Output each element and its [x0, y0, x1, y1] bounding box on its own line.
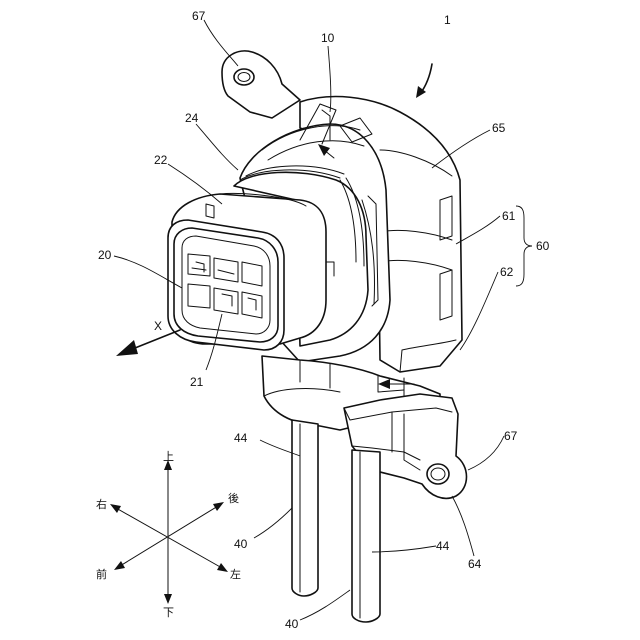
label-40-rear: 40	[285, 617, 299, 631]
label-67-bottom: 67	[504, 429, 518, 443]
label-67-top: 67	[192, 9, 206, 23]
label-20: 20	[98, 248, 112, 262]
cable-lead-rear	[352, 450, 380, 622]
connector-face	[168, 220, 284, 350]
label-10: 10	[321, 31, 335, 45]
cable-lead-front	[292, 420, 318, 596]
direction-right: 右	[96, 497, 107, 511]
direction-up: 上	[163, 450, 174, 463]
label-62: 62	[500, 265, 514, 279]
label-22: 22	[154, 153, 168, 167]
label-60: 60	[536, 239, 550, 253]
direction-rear: 後	[228, 491, 239, 505]
direction-down: 下	[163, 606, 174, 619]
label-21: 21	[190, 375, 204, 389]
direction-compass	[110, 460, 228, 604]
label-61: 61	[502, 209, 516, 223]
label-64: 64	[468, 557, 482, 571]
x-direction-arrow	[116, 330, 180, 356]
label-24: 24	[185, 111, 199, 125]
label-44-rear: 44	[436, 539, 450, 553]
label-40-front: 40	[234, 537, 248, 551]
assembly-arrow	[416, 64, 432, 98]
label-x: X	[154, 319, 162, 333]
label-1: 1	[444, 13, 451, 27]
direction-front: 前	[96, 567, 107, 581]
label-44-front: 44	[234, 431, 248, 445]
direction-left: 左	[230, 568, 241, 581]
label-65: 65	[492, 121, 506, 135]
